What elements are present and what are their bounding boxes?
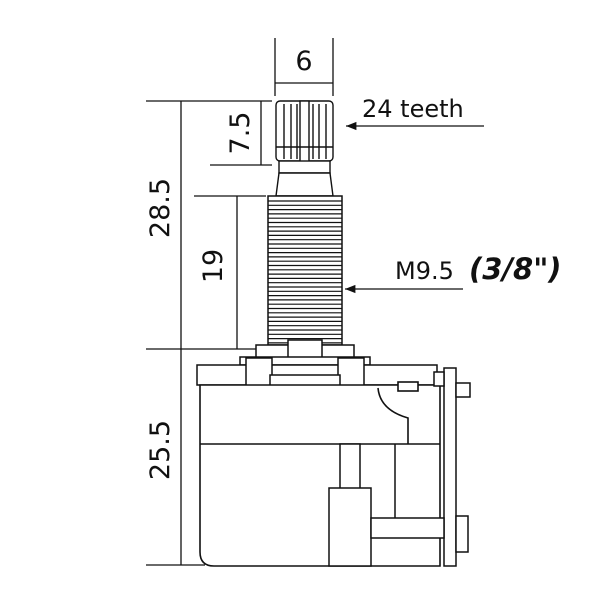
terminal-plate xyxy=(433,367,471,567)
thread-imperial-label: (3/8") xyxy=(469,252,562,286)
dim-7-text: 7.5 xyxy=(225,112,256,155)
dimension-lines xyxy=(146,38,484,566)
dim-6-text: 6 xyxy=(295,46,312,77)
mounting-nut xyxy=(239,339,371,369)
dim-28-text: 28.5 xyxy=(145,178,176,238)
thread-lines xyxy=(268,200,342,344)
teeth-label: 24 teeth xyxy=(362,95,464,123)
solder-lug xyxy=(397,381,419,392)
knurled-shaft xyxy=(275,100,334,164)
threaded-bushing xyxy=(267,195,343,346)
shaft-slot xyxy=(299,100,310,164)
dim-25-text: 25.5 xyxy=(145,420,176,480)
switch-lever xyxy=(328,443,445,567)
top-plate xyxy=(196,357,438,389)
thread-spec-label: M9.5 xyxy=(395,257,454,285)
dim-19-text: 19 xyxy=(198,249,229,283)
shaft-neck xyxy=(275,160,334,197)
